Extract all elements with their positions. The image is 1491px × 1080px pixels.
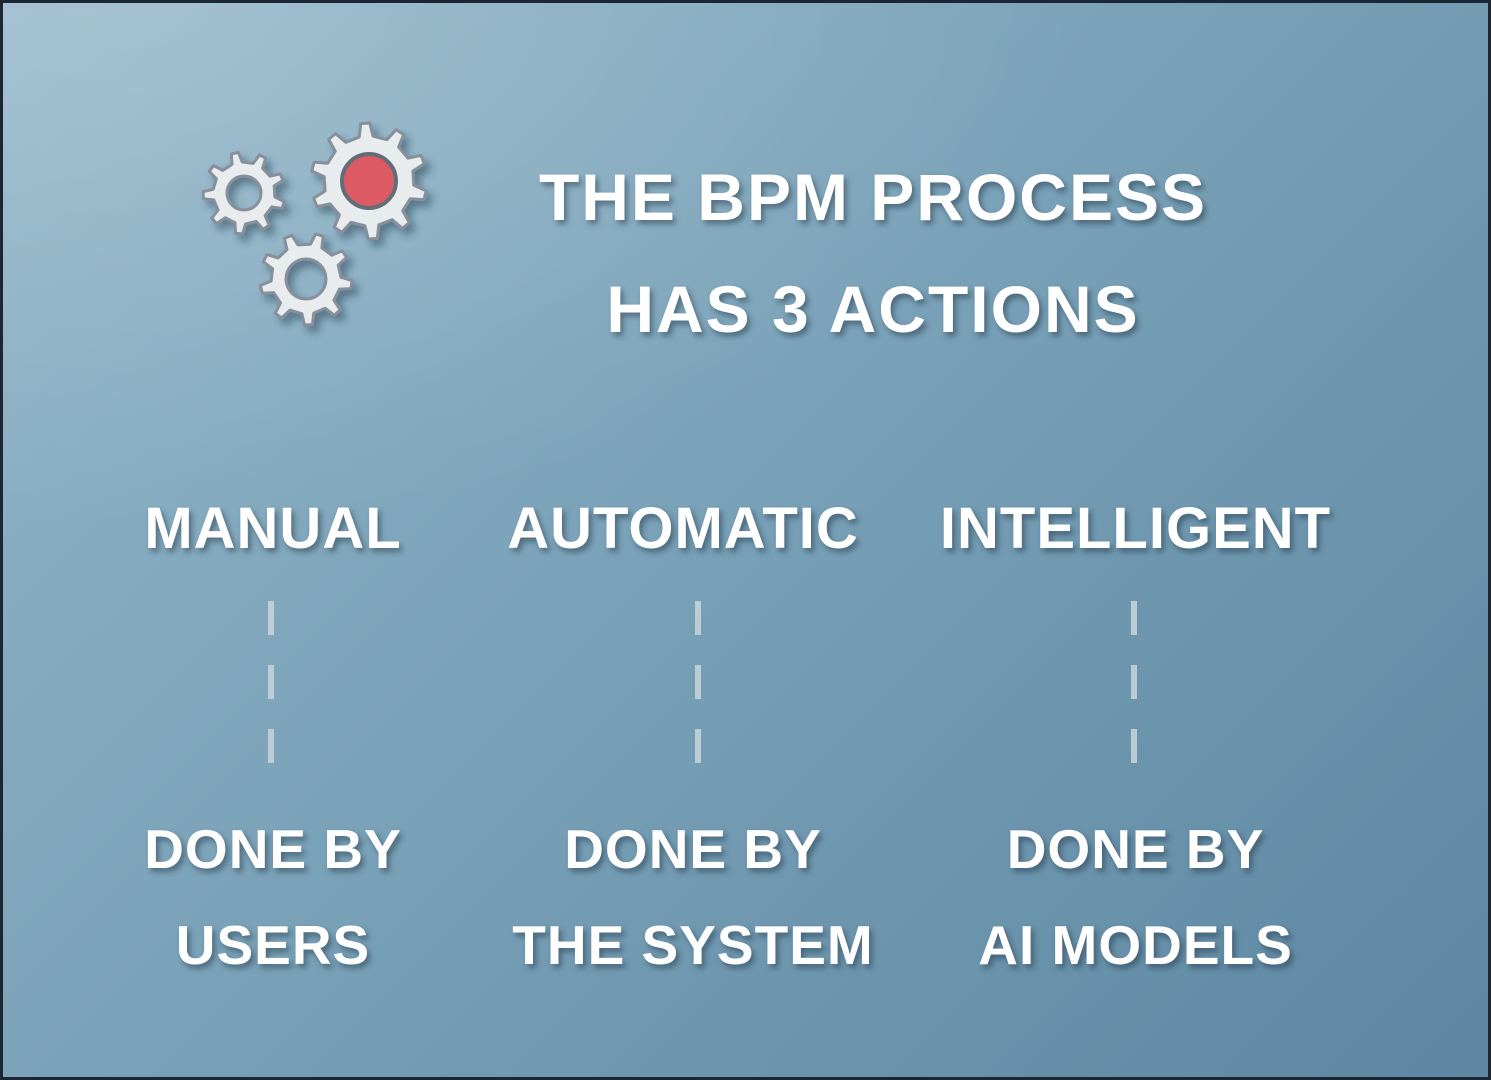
action-description-automatic: DONE BY THE SYSTEM [458, 801, 928, 993]
page-title: THE BPM PROCESS HAS 3 ACTIONS [443, 141, 1303, 365]
description-line-1: DONE BY [1006, 818, 1265, 880]
description-line-1: DONE BY [144, 818, 402, 880]
dashed-connector-intelligent [1131, 601, 1137, 773]
title-line-2: HAS 3 ACTIONS [606, 272, 1140, 346]
action-description-manual: DONE BY USERS [58, 801, 488, 993]
action-label-automatic: AUTOMATIC [507, 496, 859, 561]
description-line-2: USERS [175, 914, 371, 976]
description-line-2: THE SYSTEM [512, 914, 874, 976]
action-label-manual: MANUAL [144, 496, 402, 561]
description-line-1: DONE BY [564, 818, 822, 880]
action-label-intelligent: INTELLIGENT [939, 496, 1332, 561]
gears-icon [186, 103, 446, 363]
description-line-2: AI MODELS [978, 914, 1293, 976]
title-line-1: THE BPM PROCESS [538, 160, 1208, 234]
gears-icon-svg [201, 121, 428, 327]
action-description-intelligent: DONE BY AI MODELS [903, 801, 1368, 993]
dashed-connector-manual [268, 601, 274, 773]
dashed-connector-automatic [695, 601, 701, 773]
